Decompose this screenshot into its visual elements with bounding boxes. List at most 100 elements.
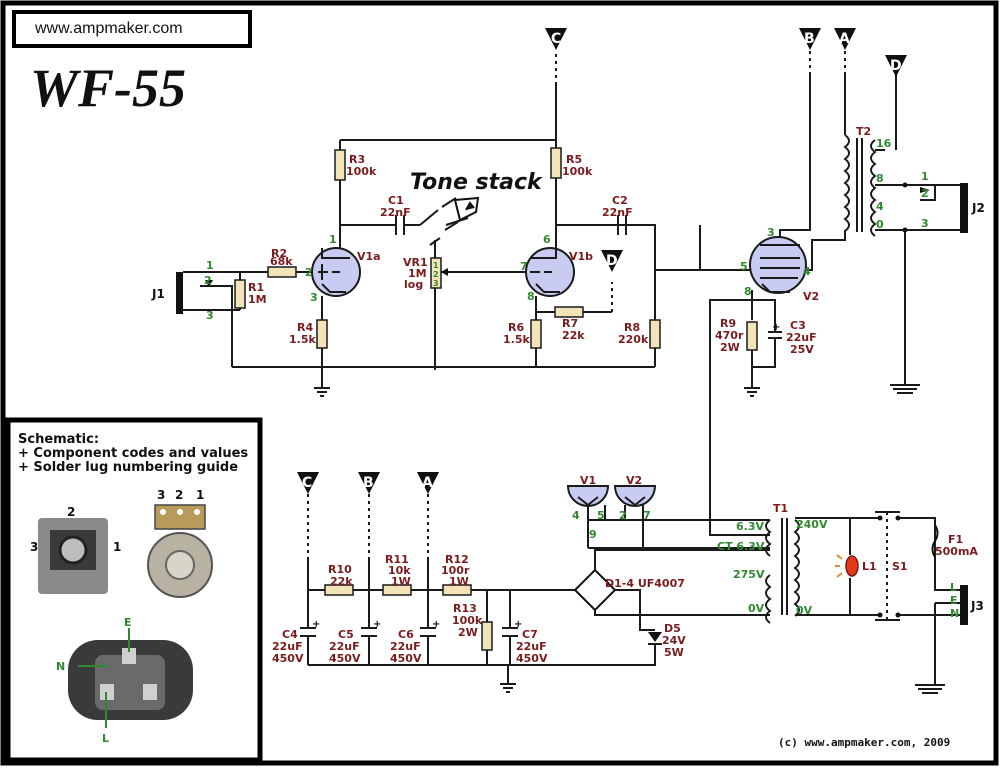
svg-text:E: E xyxy=(124,616,132,629)
svg-text:A: A xyxy=(422,475,433,491)
svg-text:0V: 0V xyxy=(796,604,813,617)
svg-text:+: + xyxy=(514,619,522,630)
svg-text:1M: 1M xyxy=(248,293,267,306)
svg-text:2: 2 xyxy=(204,274,212,287)
legend-frame xyxy=(5,417,263,763)
tube-v2: V2 3 5 4 8 xyxy=(740,226,819,303)
svg-text:0V: 0V xyxy=(748,602,765,615)
svg-text:0: 0 xyxy=(876,218,884,231)
svg-text:240V: 240V xyxy=(796,518,828,531)
svg-text:100k: 100k xyxy=(452,614,483,627)
connector-b-top: B xyxy=(799,28,821,50)
resistor-r7: R7 22k xyxy=(554,306,585,342)
svg-text:8: 8 xyxy=(527,290,535,303)
svg-text:22uF: 22uF xyxy=(786,331,817,344)
svg-text:C6: C6 xyxy=(398,628,414,641)
connector-b-psu: B xyxy=(358,472,380,494)
resistor-r10: R10 22k xyxy=(324,563,354,596)
svg-text:2: 2 xyxy=(175,488,183,502)
heater-v2: V2 2 7 xyxy=(613,474,657,522)
power-transformer-t1: T1 6.3V CT 6.3V 275V 0V 240V 0V xyxy=(717,502,828,624)
svg-text:Tone stack: Tone stack xyxy=(410,170,543,195)
svg-text:D5: D5 xyxy=(664,622,681,635)
svg-text:1W: 1W xyxy=(449,575,469,588)
url-box xyxy=(12,10,252,48)
svg-text:R12: R12 xyxy=(445,553,469,566)
svg-text:L: L xyxy=(950,581,957,594)
resistor-r2: R2 68k xyxy=(267,247,297,278)
svg-text:68k: 68k xyxy=(270,255,293,268)
svg-text:T2: T2 xyxy=(856,125,871,138)
svg-text:V1b: V1b xyxy=(569,250,593,263)
svg-text:3: 3 xyxy=(433,279,439,288)
svg-text:2: 2 xyxy=(305,266,313,279)
svg-text:5: 5 xyxy=(597,509,605,522)
tone-stack-switch: Tone stack xyxy=(410,170,543,246)
svg-text:22uF: 22uF xyxy=(390,640,421,653)
svg-text:1: 1 xyxy=(329,233,337,246)
svg-text:3: 3 xyxy=(921,217,929,230)
svg-text:5W: 5W xyxy=(664,646,684,659)
svg-text:6.3V: 6.3V xyxy=(736,520,764,533)
svg-text:J2: J2 xyxy=(971,201,985,215)
svg-text:R10: R10 xyxy=(328,563,352,576)
svg-text:N: N xyxy=(950,607,959,620)
resistor-r4: R4 1.5k xyxy=(289,319,328,349)
svg-text:500mA: 500mA xyxy=(935,545,978,558)
tube-v1a: V1a 1 2 3 xyxy=(305,233,381,304)
svg-text:C: C xyxy=(551,31,561,47)
svg-text:L1: L1 xyxy=(862,560,877,573)
connector-a-psu: A xyxy=(417,472,439,494)
output-jack-j2: J2 1 2 3 xyxy=(902,170,985,233)
svg-text:4: 4 xyxy=(572,509,580,522)
svg-text:3: 3 xyxy=(206,309,214,322)
svg-text:log: log xyxy=(404,278,423,291)
svg-text:R7: R7 xyxy=(562,317,578,330)
resistor-r6: R6 1.5k xyxy=(503,319,542,349)
svg-text:T1: T1 xyxy=(773,502,788,515)
svg-text:D: D xyxy=(890,58,902,74)
legend-text: Schematic: + Component codes and values … xyxy=(18,432,248,475)
svg-text:3: 3 xyxy=(157,488,165,502)
input-jack-j1: J1 1 2 3 xyxy=(151,259,214,322)
rectifier-d1-4: D1-4 UF4007 xyxy=(605,577,685,590)
capacitor-c6: + C6 22uF 450V xyxy=(390,619,440,665)
capacitor-c7: + C7 22uF 450V xyxy=(502,619,548,665)
svg-text:6: 6 xyxy=(543,233,551,246)
svg-text:7: 7 xyxy=(643,509,651,522)
capacitor-c3: + C3 22uF 25V xyxy=(768,319,817,356)
svg-text:8: 8 xyxy=(744,285,752,298)
pot-lug-guide: 3 2 1 xyxy=(147,488,213,598)
svg-text:R11: R11 xyxy=(385,553,409,566)
resistor-r3: R3 100k xyxy=(334,149,377,181)
svg-text:R4: R4 xyxy=(297,321,313,334)
svg-text:450V: 450V xyxy=(390,652,422,665)
svg-text:220k: 220k xyxy=(618,333,649,346)
svg-text:1: 1 xyxy=(113,540,121,554)
svg-text:1: 1 xyxy=(921,170,929,183)
svg-text:V1: V1 xyxy=(580,474,596,487)
svg-text:1: 1 xyxy=(206,259,214,272)
svg-text:2: 2 xyxy=(67,505,75,519)
header-title: WF-55 xyxy=(30,58,186,118)
svg-text:9: 9 xyxy=(589,528,597,541)
svg-text:2: 2 xyxy=(619,509,627,522)
svg-text:22uF: 22uF xyxy=(516,640,547,653)
svg-text:1M: 1M xyxy=(408,267,427,280)
svg-text:D1-4 UF4007: D1-4 UF4007 xyxy=(605,577,685,590)
svg-text:R3: R3 xyxy=(349,153,365,166)
svg-text:V1a: V1a xyxy=(357,250,381,263)
svg-text:2: 2 xyxy=(921,187,929,200)
svg-text:E: E xyxy=(950,594,958,607)
svg-text:+: + xyxy=(373,619,381,630)
svg-text:2W: 2W xyxy=(720,341,740,354)
svg-text:10k: 10k xyxy=(388,564,411,577)
mains-socket-j3: L E N J3 xyxy=(945,581,984,625)
connector-d-top: D xyxy=(885,55,907,77)
svg-text:7: 7 xyxy=(520,260,528,273)
tube-v1b: V1b 6 7 8 xyxy=(520,233,593,303)
svg-text:1: 1 xyxy=(433,261,439,270)
svg-text:470r: 470r xyxy=(715,329,744,342)
